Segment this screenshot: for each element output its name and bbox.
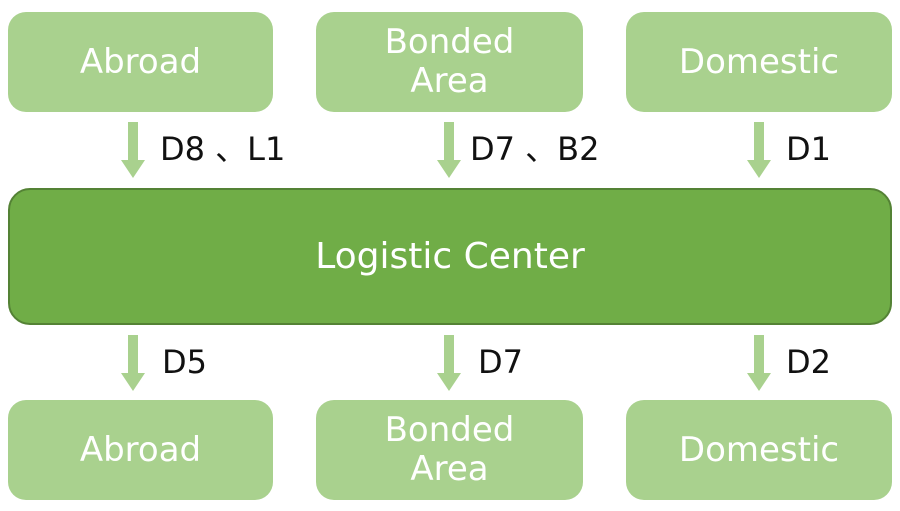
source-node-bonded-area: Bonded Area [316,12,583,112]
node-label: Logistic Center [315,235,585,277]
arrow-down-icon [747,335,771,391]
flow-label-inbound-domestic: D1 [786,130,831,168]
node-label: Domestic [678,42,840,82]
flow-label-inbound-bonded-area: D7 、B2 [470,130,600,168]
arrow-down-icon [121,335,145,391]
node-label: Abroad [79,430,202,470]
arrow-down-icon [437,335,461,391]
node-label: Bonded Area [384,21,515,101]
flow-label-outbound-abroad: D5 [162,343,207,381]
arrow-down-icon [437,122,461,178]
node-label: Domestic [678,430,840,470]
flow-label-outbound-domestic: D2 [786,343,831,381]
destination-node-abroad: Abroad [8,400,273,500]
flow-label-inbound-abroad: D8 、L1 [160,130,286,168]
destination-node-bonded-area: Bonded Area [316,400,583,500]
node-label: Abroad [79,42,202,82]
node-label: Bonded Area [384,409,515,489]
arrow-down-icon [747,122,771,178]
logistic-center-node: Logistic Center [8,188,892,325]
source-node-abroad: Abroad [8,12,273,112]
source-node-domestic: Domestic [626,12,892,112]
flow-label-outbound-bonded-area: D7 [478,343,523,381]
arrow-down-icon [121,122,145,178]
destination-node-domestic: Domestic [626,400,892,500]
